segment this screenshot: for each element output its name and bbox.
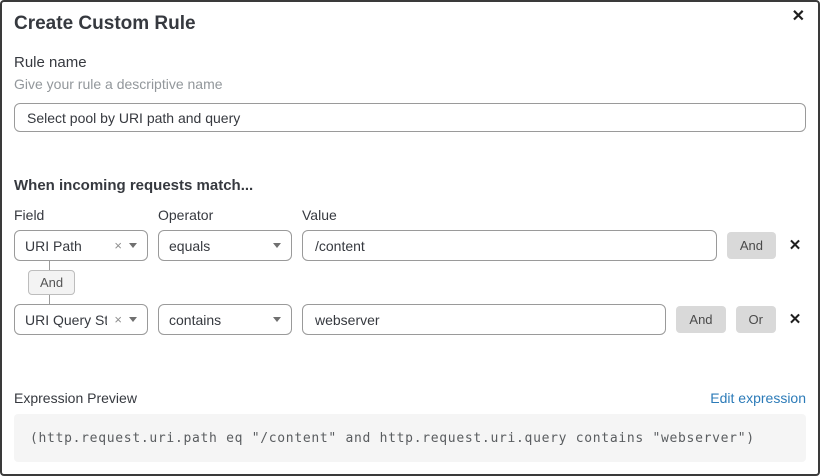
condition-connector: And — [14, 261, 806, 304]
condition-row: URI Query St... × contains And Or ✕ — [14, 304, 806, 335]
field-column-header: Field — [14, 207, 45, 223]
field-select-value: URI Query St... — [25, 311, 108, 328]
rule-name-label: Rule name — [14, 54, 87, 71]
operator-select-value: contains — [169, 311, 222, 328]
connector-line — [49, 261, 50, 270]
dialog-title: Create Custom Rule — [14, 13, 196, 34]
clear-icon[interactable]: × — [114, 312, 122, 327]
operator-select[interactable]: equals — [158, 230, 292, 261]
condition-row: URI Path × equals And ✕ — [14, 230, 806, 261]
field-select-value: URI Path — [25, 237, 82, 254]
chevron-down-icon — [273, 317, 281, 322]
clear-icon[interactable]: × — [114, 238, 122, 253]
chevron-down-icon — [273, 243, 281, 248]
close-icon[interactable]: ✕ — [791, 8, 805, 25]
value-input[interactable] — [302, 304, 667, 335]
operator-column-header: Operator — [158, 207, 214, 223]
and-button[interactable]: And — [726, 232, 776, 259]
remove-condition-icon[interactable]: ✕ — [788, 311, 802, 328]
chevron-down-icon — [129, 317, 137, 322]
or-button[interactable]: Or — [735, 306, 776, 333]
operator-select-value: equals — [169, 237, 211, 254]
rule-name-helper-text: Give your rule a descriptive name — [14, 76, 223, 92]
edit-expression-link[interactable]: Edit expression — [710, 390, 806, 406]
connector-and-chip: And — [28, 270, 76, 295]
expression-preview-label: Expression Preview — [14, 390, 137, 406]
value-column-header: Value — [302, 207, 337, 223]
matcher-column-headers: Field Operator Value — [14, 207, 806, 223]
remove-condition-icon[interactable]: ✕ — [788, 237, 802, 254]
expression-code: (http.request.uri.path eq "/content" and… — [14, 414, 806, 462]
connector-line — [49, 295, 50, 304]
operator-select[interactable]: contains — [158, 304, 292, 335]
matcher-heading: When incoming requests match... — [14, 177, 254, 194]
field-select[interactable]: URI Query St... × — [14, 304, 148, 335]
value-input[interactable] — [302, 230, 717, 261]
field-select[interactable]: URI Path × — [14, 230, 148, 261]
and-button[interactable]: And — [676, 306, 726, 333]
rule-name-input[interactable] — [14, 103, 806, 132]
expression-preview-header: Expression Preview Edit expression — [14, 390, 806, 406]
chevron-down-icon — [129, 243, 137, 248]
